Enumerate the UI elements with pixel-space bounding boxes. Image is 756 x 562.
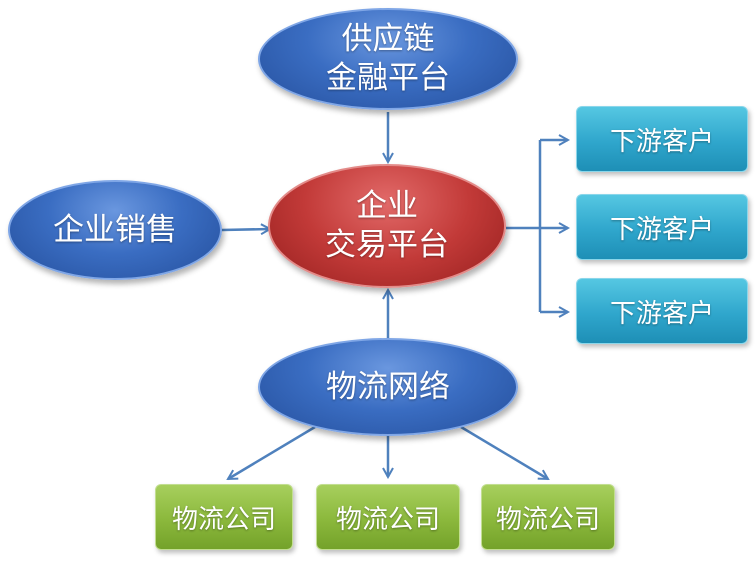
node-logistics-network: 物流网络 (258, 338, 518, 436)
node-enterprise-sales: 企业销售 (8, 180, 222, 280)
downstream-customer-label: 下游客户 (609, 298, 714, 329)
downstream-customer-1: 下游客户 (576, 106, 748, 172)
node-logistics-network-label: 物流网络 (326, 368, 450, 405)
downstream-customer-label: 下游客户 (609, 214, 714, 245)
downstream-customer-3: 下游客户 (576, 278, 748, 344)
node-enterprise-sales-label: 企业销售 (53, 211, 177, 248)
node-supply-chain-finance: 供应链 金融平台 (258, 8, 518, 110)
logistics-company-3: 物流公司 (481, 484, 615, 550)
node-supply-chain-line1: 供应链 (341, 21, 435, 58)
arrow-network-to-company-3 (460, 425, 548, 481)
logistics-company-label: 物流公司 (495, 504, 600, 535)
downstream-customer-label: 下游客户 (609, 126, 714, 157)
node-supply-chain-line2: 金融平台 (326, 60, 450, 96)
node-trading-platform-line1: 企业 (356, 188, 418, 225)
logistics-company-label: 物流公司 (335, 504, 440, 535)
node-trading-platform-line2: 交易平台 (325, 227, 449, 263)
arrow-sales-to-platform (221, 229, 270, 230)
logistics-company-1: 物流公司 (155, 484, 293, 550)
arrow-platform-to-customers (506, 140, 568, 312)
downstream-customer-2: 下游客户 (576, 194, 748, 260)
arrow-network-to-company-1 (228, 425, 316, 481)
logistics-company-label: 物流公司 (171, 504, 276, 535)
node-trading-platform: 企业 交易平台 (268, 164, 506, 288)
logistics-company-2: 物流公司 (316, 484, 460, 550)
